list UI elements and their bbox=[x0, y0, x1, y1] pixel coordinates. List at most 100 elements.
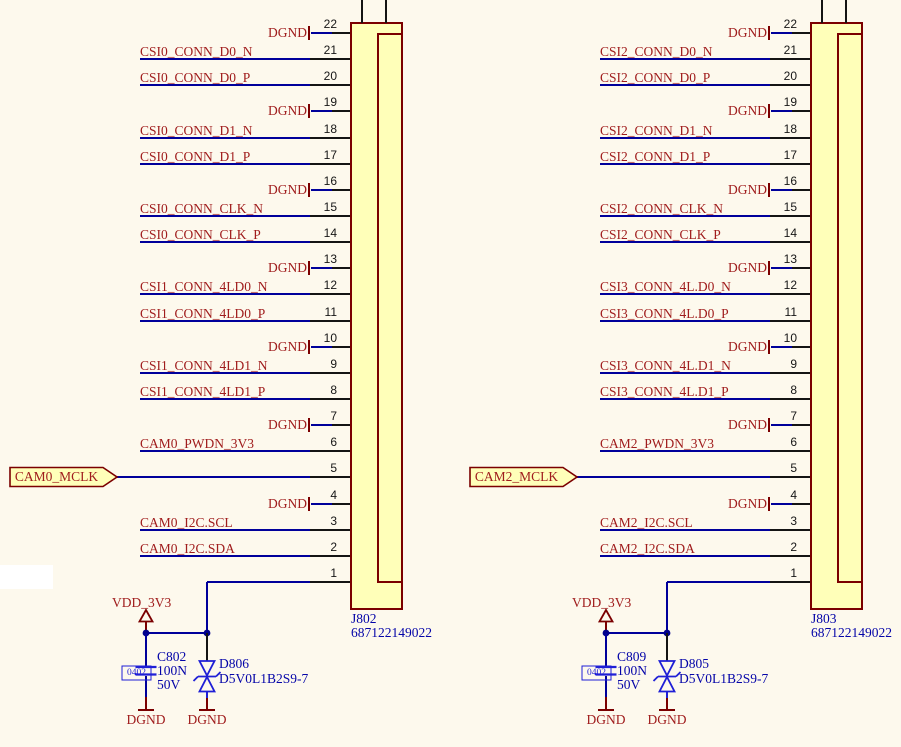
net-label[interactable]: CSI1_CONN_4LD1_P bbox=[140, 384, 266, 399]
net-wire bbox=[600, 293, 771, 295]
gnd-power-port[interactable]: DGND bbox=[268, 103, 307, 118]
net-label[interactable]: CSI3_CONN_4L.D0_P bbox=[600, 306, 729, 321]
capacitor-voltage[interactable]: 50V bbox=[157, 677, 181, 692]
diode-designator[interactable]: D806 bbox=[219, 656, 249, 671]
net-label[interactable]: CSI1_CONN_4LD0_N bbox=[140, 279, 268, 294]
gnd-symbol[interactable] bbox=[659, 698, 675, 711]
gnd-power-port[interactable]: DGND bbox=[728, 25, 767, 40]
gnd-port-bar bbox=[768, 261, 770, 275]
pin-number: 17 bbox=[783, 148, 797, 162]
pin-number: 19 bbox=[323, 95, 337, 109]
connector-pin bbox=[792, 424, 811, 426]
capacitor-value[interactable]: 100N bbox=[157, 663, 187, 678]
capacitor-designator[interactable]: C809 bbox=[617, 649, 647, 664]
diode-part-number[interactable]: D5V0L1B2S9-7 bbox=[679, 671, 769, 686]
pin-number: 13 bbox=[323, 252, 337, 266]
net-label[interactable]: CSI0_CONN_D1_P bbox=[140, 149, 251, 164]
connector-part-number[interactable]: 687122149022 bbox=[811, 625, 892, 640]
net-label[interactable]: CAM0_I2C.SCL bbox=[140, 515, 233, 530]
capacitor-footprint[interactable]: 0402 bbox=[587, 668, 606, 678]
gnd-power-port[interactable]: DGND bbox=[728, 496, 767, 511]
gnd-label[interactable]: DGND bbox=[187, 712, 227, 727]
gnd-symbol[interactable] bbox=[138, 697, 154, 711]
net-wire bbox=[771, 424, 792, 426]
net-label[interactable]: CSI2_CONN_D0_N bbox=[600, 44, 713, 59]
offpage-port[interactable] bbox=[8, 465, 132, 489]
net-label[interactable]: CSI3_CONN_4L.D0_N bbox=[600, 279, 731, 294]
net-label[interactable]: CSI3_CONN_4L.D1_P bbox=[600, 384, 729, 399]
power-symbol[interactable] bbox=[137, 608, 155, 633]
connector-pin bbox=[770, 372, 811, 374]
net-label[interactable]: CSI2_CONN_CLK_P bbox=[600, 227, 721, 242]
pin-number: 13 bbox=[783, 252, 797, 266]
capacitor-symbol[interactable] bbox=[121, 633, 157, 697]
net-label[interactable]: CSI2_CONN_D0_P bbox=[600, 70, 711, 85]
connector-pin bbox=[792, 189, 811, 191]
connector-designator[interactable]: J802 bbox=[351, 611, 377, 626]
net-label[interactable]: CSI1_CONN_4LD0_P bbox=[140, 306, 266, 321]
net-label[interactable]: CSI2_CONN_D1_N bbox=[600, 123, 713, 138]
port-label[interactable]: CAM2_MCLK bbox=[474, 469, 559, 484]
gnd-power-port[interactable]: DGND bbox=[268, 182, 307, 197]
connector-part-number[interactable]: 687122149022 bbox=[351, 625, 432, 640]
gnd-power-port[interactable]: DGND bbox=[268, 25, 307, 40]
tvs-diode-symbol[interactable] bbox=[652, 633, 682, 698]
diode-part-number[interactable]: D5V0L1B2S9-7 bbox=[219, 671, 309, 686]
connector-slot bbox=[837, 33, 863, 583]
gnd-power-port[interactable]: DGND bbox=[268, 339, 307, 354]
net-label[interactable]: CSI2_CONN_CLK_N bbox=[600, 201, 724, 216]
connector-pin bbox=[310, 58, 351, 60]
gnd-power-port[interactable]: DGND bbox=[728, 417, 767, 432]
capacitor-designator[interactable]: C802 bbox=[157, 649, 187, 664]
net-wire bbox=[600, 137, 771, 139]
power-symbol[interactable] bbox=[597, 608, 615, 633]
capacitor-footprint[interactable]: 0402 bbox=[127, 668, 146, 678]
net-label[interactable]: CAM2_I2C.SCL bbox=[600, 515, 693, 530]
gnd-label[interactable]: DGND bbox=[126, 712, 166, 727]
capacitor-symbol[interactable] bbox=[581, 633, 617, 697]
net-label[interactable]: CSI0_CONN_D0_N bbox=[140, 44, 253, 59]
tvs-diode-symbol[interactable] bbox=[192, 633, 222, 698]
net-wire bbox=[577, 476, 771, 478]
port-label[interactable]: CAM0_MCLK bbox=[14, 469, 99, 484]
net-wire bbox=[311, 424, 332, 426]
gnd-power-port[interactable]: DGND bbox=[268, 417, 307, 432]
connector-designator[interactable]: J803 bbox=[811, 611, 837, 626]
connector-pin bbox=[792, 110, 811, 112]
net-label[interactable]: CSI2_CONN_D1_P bbox=[600, 149, 711, 164]
net-label[interactable]: CSI0_CONN_CLK_N bbox=[140, 201, 264, 216]
net-label[interactable]: CAM0_I2C.SDA bbox=[140, 541, 235, 556]
gnd-label[interactable]: DGND bbox=[647, 712, 687, 727]
gnd-label[interactable]: DGND bbox=[586, 712, 626, 727]
capacitor-voltage[interactable]: 50V bbox=[617, 677, 641, 692]
net-wire bbox=[600, 555, 771, 557]
gnd-power-port[interactable]: DGND bbox=[728, 182, 767, 197]
offpage-port[interactable] bbox=[468, 465, 592, 489]
net-label[interactable]: CSI1_CONN_4LD1_N bbox=[140, 358, 268, 373]
power-net-label[interactable]: VDD_3V3 bbox=[572, 595, 632, 610]
gnd-power-port[interactable]: DGND bbox=[268, 496, 307, 511]
net-label[interactable]: CSI0_CONN_D1_N bbox=[140, 123, 253, 138]
net-label[interactable]: CAM2_I2C.SDA bbox=[600, 541, 695, 556]
net-wire bbox=[140, 241, 311, 243]
pin-number: 1 bbox=[790, 566, 797, 580]
capacitor-value[interactable]: 100N bbox=[617, 663, 647, 678]
connector-pin bbox=[792, 503, 811, 505]
gnd-symbol[interactable] bbox=[199, 698, 215, 711]
net-label[interactable]: CSI0_CONN_D0_P bbox=[140, 70, 251, 85]
net-label[interactable]: CAM0_PWDN_3V3 bbox=[140, 436, 255, 451]
connector-pin bbox=[770, 58, 811, 60]
connector-pin bbox=[332, 503, 351, 505]
net-wire bbox=[771, 267, 792, 269]
gnd-power-port[interactable]: DGND bbox=[728, 260, 767, 275]
net-label[interactable]: CSI3_CONN_4L.D1_N bbox=[600, 358, 731, 373]
gnd-power-port[interactable]: DGND bbox=[268, 260, 307, 275]
gnd-symbol[interactable] bbox=[598, 697, 614, 711]
gnd-power-port[interactable]: DGND bbox=[728, 103, 767, 118]
gnd-power-port[interactable]: DGND bbox=[728, 339, 767, 354]
net-label[interactable]: CSI0_CONN_CLK_P bbox=[140, 227, 261, 242]
diode-designator[interactable]: D805 bbox=[679, 656, 709, 671]
net-label[interactable]: CAM2_PWDN_3V3 bbox=[600, 436, 715, 451]
net-wire bbox=[207, 581, 311, 583]
power-net-label[interactable]: VDD_3V3 bbox=[112, 595, 172, 610]
